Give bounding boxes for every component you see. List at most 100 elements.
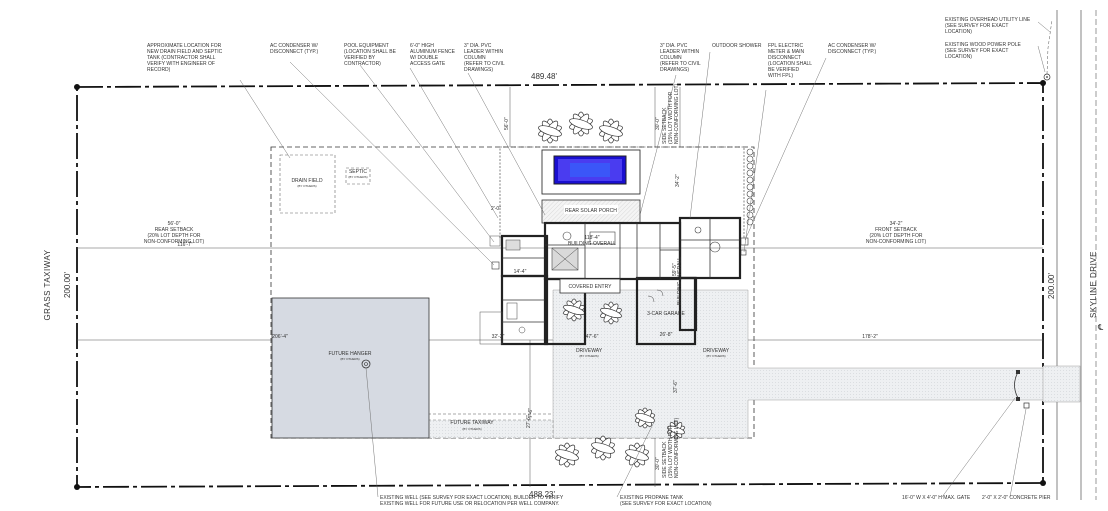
svg-text:APPROXIMATE LOCATION FOR: APPROXIMATE LOCATION FOR [147, 43, 222, 49]
leader-lines [239, 21, 1051, 498]
fpl-meter [740, 249, 747, 256]
svg-text:OUTDOOR SHOWER: OUTDOOR SHOWER [712, 43, 762, 49]
centerline-symbol: ℄ [1097, 323, 1104, 332]
svg-text:EXISTING PROPANE TANK: EXISTING PROPANE TANK [620, 495, 684, 501]
note-max-gate: 16'-0" W X 4'-0" H MAX. GATE [902, 495, 971, 501]
palm-tree [555, 442, 579, 468]
bottom-dim-b: 27'-6" [526, 415, 532, 428]
garage-dim: 26'-8" [660, 332, 673, 338]
svg-text:LOCATION): LOCATION) [945, 29, 972, 35]
power-pole-icon [1043, 73, 1051, 81]
garage-label: 3-CAR GARAGE [647, 311, 685, 317]
note-ac-condenser-left: AC CONDENSER W/ DISCONNECT (TYP.) [270, 43, 318, 55]
ac-condenser-right [740, 237, 749, 246]
svg-text:FPL ELECTRIC: FPL ELECTRIC [768, 43, 803, 49]
svg-text:COLUMN: COLUMN [660, 55, 682, 61]
svg-text:DISCONNECT (TYP.): DISCONNECT (TYP.) [270, 49, 318, 55]
drain-field-by-others: (BY OTHERS) [297, 184, 316, 188]
svg-text:DRAWINGS): DRAWINGS) [464, 67, 493, 73]
palm-trees [538, 111, 685, 468]
driveway-label-left: DRIVEWAY [576, 348, 603, 354]
driveway-label-right: DRIVEWAY [703, 348, 730, 354]
svg-text:VERIFY WITH ENGINEER OF: VERIFY WITH ENGINEER OF [147, 61, 215, 67]
svg-text:NEW DRAIN FIELD AND SEPTIC: NEW DRAIN FIELD AND SEPTIC [147, 49, 223, 55]
svg-text:30'-0": 30'-0" [655, 117, 661, 130]
svg-text:EXISTING OVERHEAD UTILITY LINE: EXISTING OVERHEAD UTILITY LINE [945, 17, 1031, 23]
svg-text:EXISTING WOOD POWER POLE: EXISTING WOOD POWER POLE [945, 42, 1022, 48]
note-outdoor-shower: OUTDOOR SHOWER [712, 43, 762, 49]
driveway-by-others-right: (BY OTHERS) [706, 354, 725, 358]
svg-text:AC CONDENSER W/: AC CONDENSER W/ [270, 43, 318, 49]
svg-text:EXISTING WELL (SEE SURVEY FOR: EXISTING WELL (SEE SURVEY FOR EXACT LOCA… [380, 495, 564, 501]
svg-text:CONTRACTOR): CONTRACTOR) [344, 61, 381, 67]
svg-text:EXISTING WELL FOR FUTURE USE O: EXISTING WELL FOR FUTURE USE OR RELOCATI… [380, 501, 559, 507]
skyline-drive-label: SKYLINE DRIVE [1089, 251, 1098, 318]
svg-text:SIDE SETBACK: SIDE SETBACK [662, 441, 668, 478]
aluminum-fence [499, 146, 745, 238]
note-overhead-utility: EXISTING OVERHEAD UTILITY LINE (SEE SURV… [945, 17, 1031, 35]
palm-tree [635, 407, 655, 429]
note-ac-condenser-right: AC CONDENSER W/ DISCONNECT (TYP.) [828, 43, 876, 55]
svg-text:56'-0": 56'-0" [168, 221, 181, 227]
svg-text:BE VERIFIED: BE VERIFIED [768, 67, 800, 73]
svg-text:TANK (CONTRACTOR SHALL: TANK (CONTRACTOR SHALL [147, 55, 216, 61]
grass-taxiway-label: GRASS TAXIWAY [43, 249, 52, 320]
note-concrete-pier: 2'-0" X 2'-0" CONCRETE PIER [982, 495, 1051, 501]
svg-text:POOL EQUIPMENT: POOL EQUIPMENT [344, 43, 389, 49]
building-depth-label: BUILDING OVERALL [677, 257, 683, 305]
building-overall-label: BUILDING OVERALL [568, 241, 616, 247]
rear-solar-porch-label: REAR SOLAR PORCH [565, 208, 617, 214]
building-depth-dim: 59'-5" [672, 263, 678, 276]
svg-text:NON-CONFORMING LOT): NON-CONFORMING LOT) [674, 417, 680, 478]
svg-text:(SEE SURVEY FOR EXACT: (SEE SURVEY FOR EXACT [945, 48, 1008, 54]
svg-text:(15% LOT WIDTH FOR: (15% LOT WIDTH FOR [668, 425, 674, 478]
svg-text:16'-0" W X 4'-0" H MAX. GATE: 16'-0" W X 4'-0" H MAX. GATE [902, 495, 971, 501]
svg-text:SIDE SETBACK: SIDE SETBACK [662, 107, 668, 144]
pool [541, 149, 641, 195]
palm-tree [667, 420, 685, 440]
svg-text:(20% LOT DEPTH FOR: (20% LOT DEPTH FOR [148, 233, 201, 239]
east-property-dim: 200.00' [1047, 273, 1056, 299]
svg-text:VERIFIED BY: VERIFIED BY [344, 55, 376, 61]
concrete-pier [1023, 402, 1030, 409]
north-property-dim: 489.48' [531, 72, 557, 81]
rear-setback-lower-dim: 206'-4" [272, 334, 288, 340]
building-overall-dim: 118'-4" [584, 235, 599, 241]
note-pvc-leader-right: 3" DIA. PVC LEADER WITHIN COLUMN (REFER … [660, 43, 701, 73]
top-setback-dim-right: 34'-2" [675, 174, 681, 187]
hangar-by-others: (BY OTHERS) [340, 357, 359, 361]
svg-text:(15% LOT WIDTH FOR: (15% LOT WIDTH FOR [668, 91, 674, 144]
svg-text:(LOCATION SHALL: (LOCATION SHALL [768, 61, 812, 67]
misc-dim-b: 7'-6" [528, 408, 534, 418]
side-setback-top-note: 30'-0" SIDE SETBACK (15% LOT WIDTH FOR N… [655, 83, 680, 144]
svg-text:COLUMN: COLUMN [464, 55, 486, 61]
septic-system: DRAIN FIELD (BY OTHERS) SEPTIC (BY OTHER… [279, 154, 371, 214]
svg-text:(SEE SURVEY FOR EXACT: (SEE SURVEY FOR EXACT [945, 23, 1008, 29]
covered-entry-label: COVERED ENTRY [569, 284, 613, 290]
covered-entry [559, 278, 621, 294]
svg-text:(REFER TO CIVIL: (REFER TO CIVIL [660, 61, 701, 67]
drain-field [279, 154, 336, 214]
svg-text:30'-0": 30'-0" [655, 457, 661, 470]
svg-text:RECORD): RECORD) [147, 67, 171, 73]
palm-tree [563, 298, 585, 322]
note-propane-tank: EXISTING PROPANE TANK (SEE SURVEY FOR EX… [620, 495, 712, 507]
note-pvc-leader-left: 3" DIA. PVC LEADER WITHIN COLUMN (REFER … [464, 43, 505, 73]
front-setback-note: 34'-2" FRONT SETBACK (20% LOT DEPTH FOR … [866, 221, 927, 245]
future-hangar: FUTURE HANGER (BY OTHERS) [271, 297, 430, 439]
top-setback-dim-left: 56'-0" [504, 117, 510, 130]
svg-text:NON-CONFORMING LOT): NON-CONFORMING LOT) [674, 83, 680, 144]
lower-dim-a: 47'-6" [586, 334, 599, 340]
entry-gate [1014, 371, 1019, 399]
south-property-dim: 488.23' [529, 490, 555, 499]
svg-text:ALUMINUM FENCE: ALUMINUM FENCE [410, 49, 456, 55]
future-taxiway-label: FUTURE TAXIWAY [450, 420, 494, 426]
west-property-dim: 200.00' [63, 272, 72, 298]
svg-text:(20% LOT DEPTH FOR: (20% LOT DEPTH FOR [870, 233, 923, 239]
svg-text:(SEE SURVEY FOR EXACT LOCATION: (SEE SURVEY FOR EXACT LOCATION) [620, 501, 712, 507]
property-line [74, 80, 1046, 490]
septic-label: SEPTIC [349, 169, 367, 175]
palm-tree [569, 111, 593, 137]
front-dim-lower: 178'-2" [862, 334, 878, 340]
